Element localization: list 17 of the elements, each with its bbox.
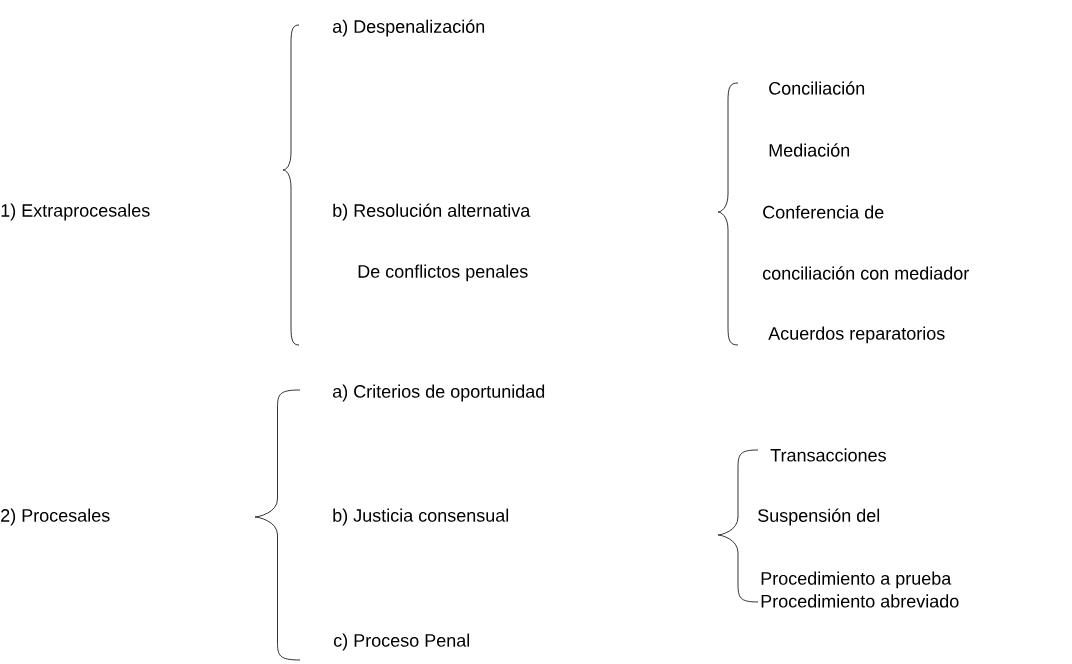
list-text: Suspensión del bbox=[758, 508, 880, 526]
list-text: Conciliación bbox=[769, 81, 865, 95]
list-text: 1) Extraprocesales bbox=[1, 203, 150, 221]
list-text: Procedimiento a prueba bbox=[761, 571, 952, 589]
list-text: c) Proceso Penal bbox=[333, 633, 470, 651]
list-text: 2) Procesales bbox=[1, 508, 110, 526]
list-text: b) Justicia consensual bbox=[333, 508, 509, 526]
list-text: Mediación bbox=[769, 143, 850, 157]
list-text: a) Despenalización bbox=[332, 19, 485, 37]
list-text: Procedimiento abreviado bbox=[761, 594, 959, 608]
list-text: a) Criterios de oportunidad bbox=[332, 384, 545, 402]
list-text: De conflictos penales bbox=[358, 264, 528, 282]
list-text: Acuerdos reparatorios bbox=[768, 326, 945, 344]
list-text: conciliación con mediador bbox=[762, 266, 969, 280]
list-text: Conferencia de bbox=[763, 205, 884, 219]
list-text: Transacciones bbox=[770, 448, 886, 462]
list-text: b) Resolución alternativa bbox=[333, 203, 531, 221]
